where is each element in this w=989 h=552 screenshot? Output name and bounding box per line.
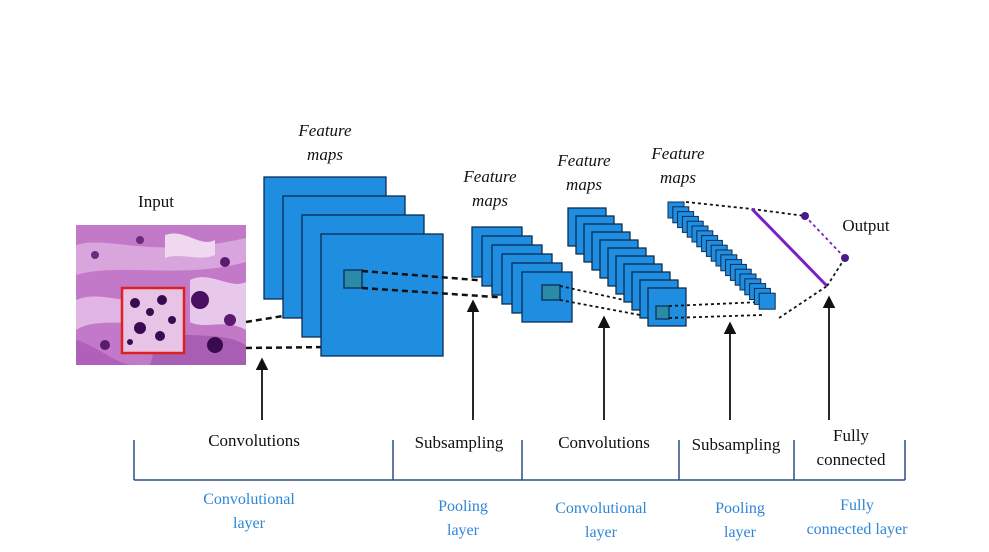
- svg-text:Feature: Feature: [556, 151, 611, 170]
- operation-label: connected: [817, 450, 886, 469]
- layer-label: layer: [724, 524, 757, 541]
- output-node: [801, 212, 809, 220]
- conv2-kernel-box: [655, 305, 670, 320]
- feature-maps-caption-conv1: Feature maps: [297, 121, 352, 164]
- input-label: Input: [138, 192, 174, 211]
- input-histology-image: [76, 225, 246, 365]
- pool2-feature-maps: [667, 201, 776, 310]
- layer-label: layer: [233, 515, 266, 532]
- layer-label: Pooling: [438, 498, 488, 515]
- feature-maps-caption-pool1: Feature maps: [462, 167, 517, 210]
- operation-label: Convolutions: [558, 433, 650, 452]
- layer-label: Pooling: [715, 500, 765, 517]
- layer-label: Fully: [840, 497, 874, 514]
- pool1-feature-maps: [471, 226, 573, 323]
- conv2-feature-maps: [567, 207, 687, 327]
- output-node: [841, 254, 849, 262]
- conv1-kernel-box: [343, 269, 363, 289]
- layer-bracket: [133, 440, 906, 481]
- fully-connected-vector: [750, 207, 829, 288]
- layer-label: Convolutional: [555, 500, 647, 517]
- svg-text:maps: maps: [307, 145, 343, 164]
- svg-text:Feature: Feature: [297, 121, 352, 140]
- svg-text:Feature: Feature: [462, 167, 517, 186]
- feature-map: [758, 292, 776, 310]
- layer-label: layer: [585, 524, 618, 541]
- operation-label: Subsampling: [692, 435, 781, 454]
- feature-map: [320, 233, 444, 357]
- conv1-feature-maps: [263, 176, 444, 357]
- fully-connected-links: [685, 201, 849, 319]
- svg-text:maps: maps: [566, 175, 602, 194]
- layer-label: layer: [447, 522, 480, 539]
- connector-pool1-conv2: [559, 285, 657, 319]
- feature-maps-caption-pool2: Feature maps: [650, 144, 705, 187]
- layer-label: Convolutional: [203, 491, 295, 508]
- stage-arrows: [255, 295, 836, 420]
- feature-maps-caption-conv2: Feature maps: [556, 151, 611, 194]
- operation-label: Fully: [833, 426, 869, 445]
- operation-label: Convolutions: [208, 431, 300, 450]
- operation-label: Subsampling: [415, 433, 504, 452]
- svg-text:maps: maps: [472, 191, 508, 210]
- receptive-field-box: [120, 286, 186, 355]
- svg-text:Feature: Feature: [650, 144, 705, 163]
- svg-text:maps: maps: [660, 168, 696, 187]
- output-label: Output: [842, 216, 890, 235]
- pool1-kernel-box: [541, 284, 561, 301]
- layer-label: connected layer: [807, 521, 909, 538]
